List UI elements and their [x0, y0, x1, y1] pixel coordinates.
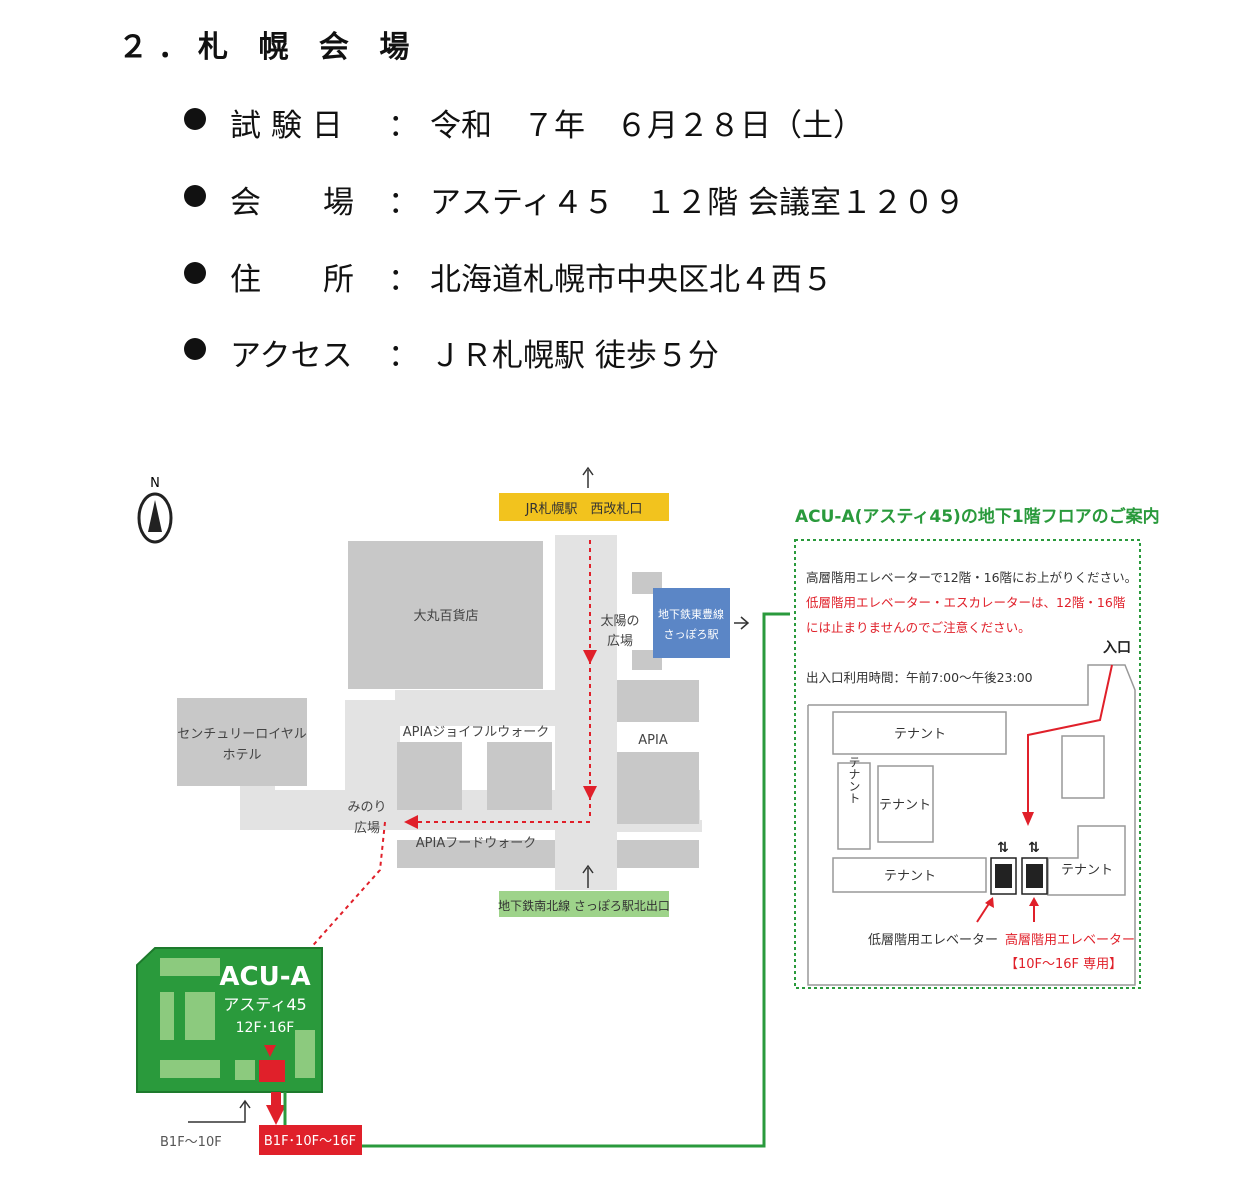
building-south-east — [617, 840, 699, 868]
route-arrows — [404, 650, 597, 829]
b1-high-sign — [259, 1125, 362, 1155]
guide-line-2: 低層階用エレベーター・エスカレーターは、12階・16階 — [806, 595, 1126, 610]
subway-nanboku-label: 地下鉄南北線 さっぽろ駅北出口 — [498, 898, 670, 913]
tenant-top-box — [832, 711, 1007, 755]
high-elevator-pointer-icon — [1029, 897, 1039, 906]
exit-arrows — [188, 466, 750, 1123]
apia-joy-label: APIAジョイフルウォーク — [403, 725, 549, 740]
info-value-address: 北海道札幌市中央区北４西５ — [430, 262, 833, 298]
info-colon: ： — [388, 262, 419, 298]
info-label-date: 試 験 日 — [230, 108, 343, 144]
building-apia-label-block — [617, 680, 699, 722]
info-value-venue: アスティ４５ １２階 会議室１２０９ — [430, 185, 965, 221]
building-daimaru — [348, 541, 543, 689]
info-colon: ： — [388, 338, 419, 374]
tenant-vertical-box — [837, 762, 871, 850]
buildings — [177, 541, 699, 868]
svg-text:⇅: ⇅ — [997, 840, 1009, 856]
info-label-venue: 会 場 — [230, 185, 354, 221]
daimaru-label: 大丸百貨店 — [413, 608, 478, 624]
page-heading: ２．札 幌 会 場 — [118, 30, 420, 65]
low-elevator-label: 低層階用エレベーター — [868, 933, 998, 948]
elevators: ⇅ ⇅ — [990, 840, 1048, 895]
century-label-1: センチュリーロイヤル — [177, 727, 307, 742]
taiyo-label-1: 太陽の — [600, 614, 639, 629]
jr-exit-sign — [499, 493, 669, 521]
high-elevator-label: 高層階用エレベーター — [1005, 932, 1135, 948]
building-apia-block-2 — [487, 742, 552, 810]
connection-line — [362, 612, 790, 1148]
high-elevator-note: 【10F〜16F 専用】 — [1005, 957, 1122, 972]
tenant-right-box — [1047, 825, 1126, 896]
north-arrow-icon — [137, 492, 173, 544]
bullet-icon — [184, 108, 206, 130]
tenant-bottom-box — [832, 857, 987, 893]
tenant-right-label: テナント — [1061, 863, 1113, 878]
apia-food-label: APIAフードウォーク — [416, 836, 536, 851]
acua-elevator-marker — [259, 1060, 285, 1082]
tenant-mid-label: テナント — [879, 798, 931, 813]
floor-outline — [807, 664, 1136, 986]
elevator-arrow-down-icon — [264, 1045, 276, 1057]
taiyo-label-2: 広場 — [607, 634, 633, 649]
stair-box — [1061, 735, 1105, 799]
building-apia-block-1 — [397, 742, 462, 810]
route-arrow-left-icon — [404, 815, 418, 829]
guide-line-1: 高層階用エレベーターで12階・16階にお上がりください。 — [806, 570, 1137, 585]
bullet-icon — [184, 262, 206, 284]
info-label-access: アクセス — [230, 338, 353, 374]
century-label-2: ホテル — [222, 748, 261, 763]
route-arrow-down-icon — [583, 786, 597, 800]
minori-label-1: みのり — [347, 800, 386, 815]
info-value-date: 令和 ７年 ６月２８日（土） — [430, 108, 864, 144]
subway-toho-label-2: さっぽろ駅 — [664, 628, 719, 641]
info-value-access: ＪＲ札幌駅 徒歩５分 — [430, 338, 719, 374]
jr-exit-label: JR札幌駅 西改札口 — [525, 501, 643, 517]
hours-label: 出入口利用時間：午前7:00〜午後23:00 — [806, 670, 1033, 685]
tenant-bottom-label: テナント — [884, 869, 936, 884]
acua-building — [136, 947, 323, 1093]
building-century-royal — [177, 698, 307, 786]
info-colon: ： — [388, 185, 419, 221]
entrance-arrow-icon — [266, 1092, 286, 1125]
subway-toho-label-1: 地下鉄東豊線 — [658, 607, 724, 621]
bullet-icon — [184, 185, 206, 207]
entrance-label: 入口 — [1103, 640, 1131, 656]
info-colon: ： — [388, 108, 419, 144]
entrance-path — [1027, 664, 1113, 812]
minori-label-2: 広場 — [354, 821, 380, 836]
route-arrow-down-icon — [583, 650, 597, 664]
entrance-down-arrow-icon — [1022, 812, 1034, 826]
low-elevator-pointer-icon — [985, 897, 994, 908]
walkway — [240, 535, 702, 890]
tenant-vertical-label: テナント — [847, 756, 861, 804]
bullet-icon — [184, 338, 206, 360]
acua-name: アスティ45 — [223, 995, 306, 1014]
north-label: N — [150, 476, 160, 491]
acua-floors: 12F･16F — [236, 1020, 295, 1036]
building-food-walk — [397, 840, 555, 868]
tenant-top-label: テナント — [894, 727, 946, 742]
walking-route — [299, 540, 591, 961]
apia-label: APIA — [638, 733, 668, 748]
guide-panel — [794, 539, 1141, 989]
info-label-address: 住 所 — [230, 262, 354, 298]
guide-line-3: には止まりませんのでご注意ください。 — [806, 620, 1031, 635]
north-pointer-icon — [148, 500, 162, 532]
acua-title: ACU-A — [219, 962, 310, 992]
subway-nanboku-sign — [499, 891, 669, 917]
guide-title: ACU-A(アスティ45)の地下1階フロアのご案内 — [795, 506, 1160, 527]
svg-text:⇅: ⇅ — [1028, 840, 1040, 856]
b1-low-label: B1F〜10F — [160, 1135, 222, 1150]
b1-high-label: B1F･10F〜16F — [264, 1134, 356, 1149]
subway-toho-sign — [653, 588, 730, 658]
tenant-mid-box — [877, 765, 934, 843]
building-apia-east — [617, 752, 699, 824]
